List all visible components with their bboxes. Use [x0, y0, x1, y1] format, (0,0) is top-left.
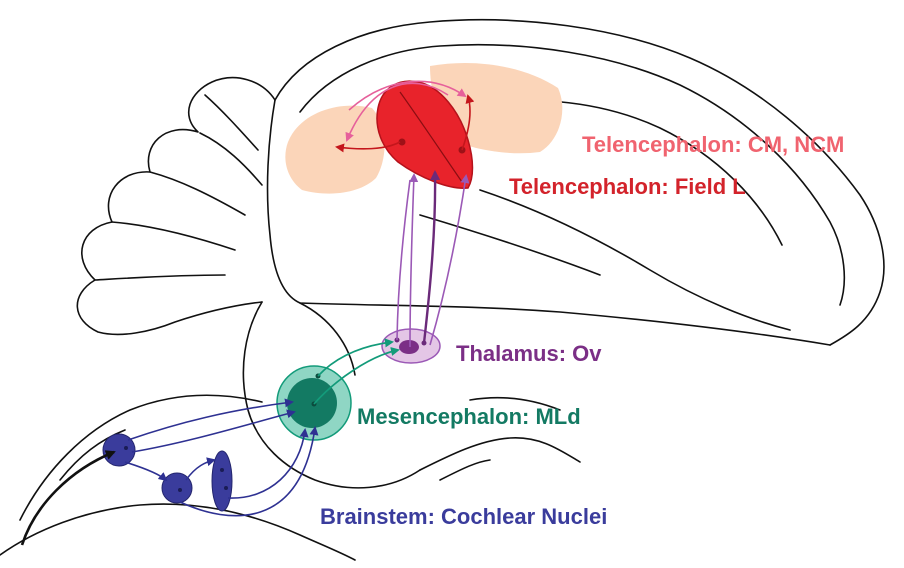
label-thalamus-ov: Thalamus: Ov: [456, 343, 601, 365]
label-mesencephalon-mld: Mesencephalon: MLd: [357, 406, 581, 428]
ov-nucleus: [382, 329, 440, 363]
label-telencephalon-field-l: Telencephalon: Field L: [509, 176, 746, 198]
ov-to-field-l-arrows: [397, 172, 466, 347]
label-brainstem-cochlear-nuclei: Brainstem: Cochlear Nuclei: [320, 506, 607, 528]
auditory-input-arrow: [22, 452, 114, 545]
label-telencephalon-cm-ncm: Telencephalon: CM, NCM: [582, 134, 844, 156]
